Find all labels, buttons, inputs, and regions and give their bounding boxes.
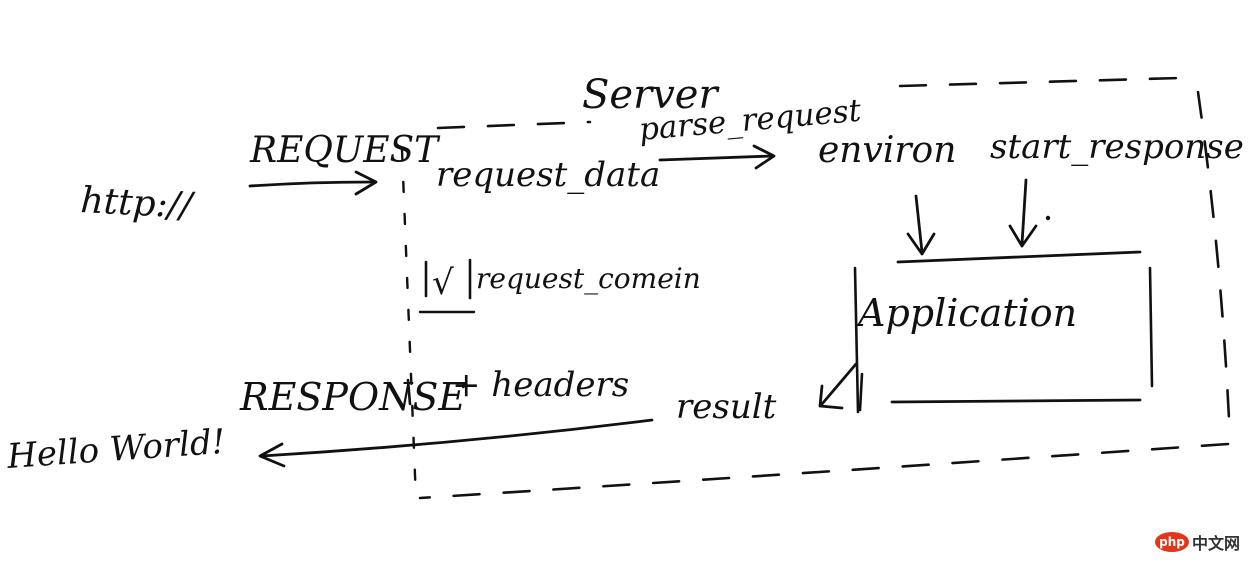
application-box bbox=[853, 250, 1154, 414]
response-tick bbox=[406, 378, 412, 406]
request-comein-label: request_comein bbox=[476, 262, 701, 295]
ink-dot bbox=[1045, 215, 1051, 221]
application-label: Application bbox=[855, 291, 1077, 335]
http-label: http:// bbox=[80, 180, 197, 227]
server-boundary bbox=[400, 76, 1232, 502]
environ-down-arrow bbox=[906, 194, 936, 256]
request-arrow bbox=[248, 170, 378, 196]
check-mark-icon: √ bbox=[432, 263, 454, 303]
start-response-down-arrow bbox=[1008, 178, 1038, 248]
server-label: Server bbox=[582, 72, 720, 118]
parse-request-arrow bbox=[658, 144, 776, 170]
php-cn-watermark: php 中文网 bbox=[1155, 532, 1240, 553]
environ-label: environ bbox=[818, 130, 956, 171]
headers-label: + headers bbox=[452, 365, 629, 405]
request-comein-checkbox: √ bbox=[418, 258, 476, 314]
php-logo-text: php bbox=[1159, 535, 1185, 549]
start-response-label: start_response bbox=[990, 127, 1244, 167]
php-logo-icon bbox=[1155, 532, 1189, 552]
request-data-label: request_data bbox=[436, 155, 660, 195]
watermark-text: 中文网 bbox=[1192, 534, 1240, 553]
response-arrow bbox=[258, 418, 654, 468]
result-tick bbox=[858, 372, 864, 412]
request-label: REQUEST bbox=[249, 130, 441, 171]
result-label: result bbox=[676, 387, 777, 427]
response-label: RESPONSE bbox=[239, 375, 466, 419]
result-arrow bbox=[818, 362, 858, 410]
hello-world-label: Hello World! bbox=[5, 422, 227, 477]
